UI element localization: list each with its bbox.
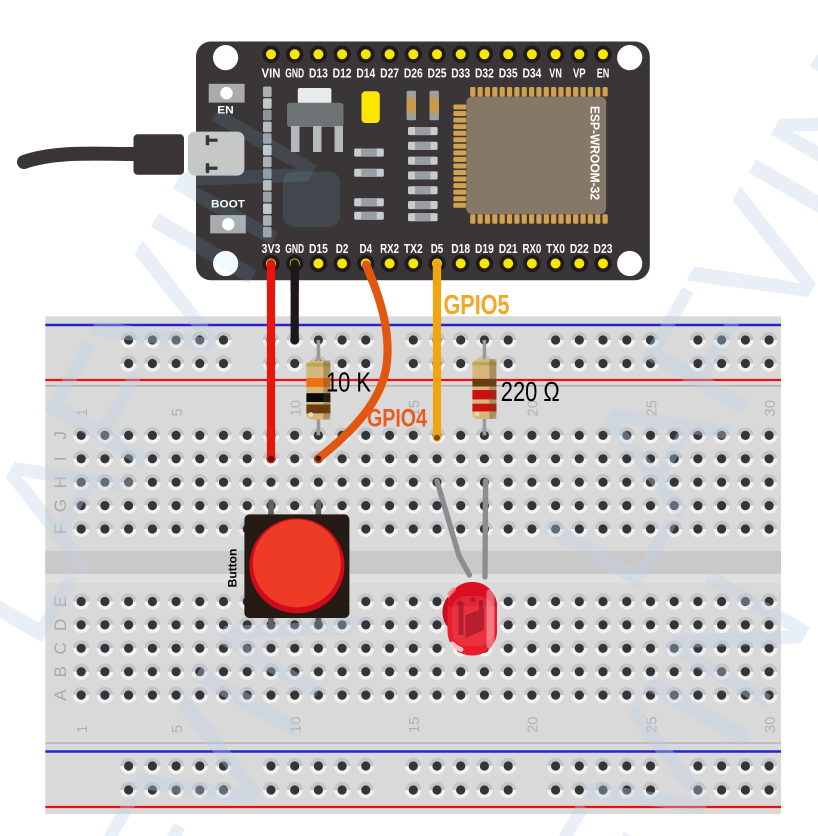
svg-text:TX2: TX2 bbox=[404, 241, 423, 256]
svg-text:25: 25 bbox=[644, 717, 660, 733]
svg-text:J: J bbox=[51, 431, 70, 440]
svg-text:3V3: 3V3 bbox=[262, 241, 281, 256]
svg-text:D23: D23 bbox=[594, 241, 613, 256]
svg-text:VIN: VIN bbox=[262, 66, 281, 81]
svg-text:5: 5 bbox=[170, 408, 186, 416]
svg-text:RX2: RX2 bbox=[380, 241, 399, 256]
svg-text:D15: D15 bbox=[309, 241, 328, 256]
svg-text:ESP-WROOM-32: ESP-WROOM-32 bbox=[588, 106, 602, 200]
svg-text:D34: D34 bbox=[522, 66, 542, 81]
svg-text:D21: D21 bbox=[499, 241, 518, 256]
svg-text:D14: D14 bbox=[356, 66, 376, 81]
svg-text:TX0: TX0 bbox=[546, 241, 565, 256]
svg-text:1: 1 bbox=[75, 725, 91, 733]
svg-text:D18: D18 bbox=[451, 241, 470, 256]
svg-text:D33: D33 bbox=[451, 66, 470, 81]
svg-text:VP: VP bbox=[573, 66, 586, 81]
svg-text:I: I bbox=[51, 456, 70, 461]
svg-text:H: H bbox=[51, 476, 70, 488]
svg-text:D19: D19 bbox=[475, 241, 494, 256]
svg-text:15: 15 bbox=[407, 717, 423, 733]
svg-text:D32: D32 bbox=[475, 66, 494, 81]
svg-text:20: 20 bbox=[526, 717, 542, 733]
svg-text:EN: EN bbox=[217, 105, 234, 117]
svg-text:D27: D27 bbox=[380, 66, 399, 81]
svg-text:VN: VN bbox=[549, 66, 562, 81]
svg-text:RX0: RX0 bbox=[522, 241, 541, 256]
svg-text:30: 30 bbox=[763, 717, 779, 733]
svg-text:5: 5 bbox=[170, 725, 186, 733]
svg-text:220 Ω: 220 Ω bbox=[501, 376, 560, 407]
svg-text:BOOT: BOOT bbox=[211, 199, 245, 211]
svg-text:GND: GND bbox=[285, 241, 304, 256]
svg-text:D13: D13 bbox=[309, 66, 328, 81]
svg-text:D22: D22 bbox=[570, 241, 589, 256]
svg-text:D12: D12 bbox=[333, 66, 352, 81]
svg-text:B: B bbox=[51, 666, 70, 677]
svg-text:EN: EN bbox=[597, 66, 610, 81]
svg-text:F: F bbox=[51, 524, 70, 534]
svg-text:10 K: 10 K bbox=[326, 367, 371, 398]
svg-text:D25: D25 bbox=[428, 66, 447, 81]
svg-text:D26: D26 bbox=[404, 66, 423, 81]
svg-text:30: 30 bbox=[763, 400, 779, 416]
svg-text:D4: D4 bbox=[360, 241, 373, 256]
svg-text:20: 20 bbox=[526, 400, 542, 416]
svg-text:D35: D35 bbox=[499, 66, 518, 81]
svg-text:A: A bbox=[51, 689, 70, 701]
svg-text:GPIO4: GPIO4 bbox=[367, 405, 427, 433]
svg-text:GND: GND bbox=[285, 66, 304, 81]
svg-text:D: D bbox=[51, 619, 70, 631]
svg-text:Button: Button bbox=[226, 549, 240, 588]
svg-text:E: E bbox=[51, 596, 70, 607]
svg-text:10: 10 bbox=[289, 400, 305, 416]
svg-text:1: 1 bbox=[75, 408, 91, 416]
svg-text:25: 25 bbox=[644, 400, 660, 416]
svg-text:D2: D2 bbox=[336, 241, 349, 256]
svg-text:10: 10 bbox=[289, 717, 305, 733]
svg-text:D5: D5 bbox=[431, 241, 444, 256]
svg-text:C: C bbox=[51, 642, 70, 654]
svg-text:G: G bbox=[51, 499, 70, 512]
svg-text:15: 15 bbox=[407, 400, 423, 416]
svg-text:GPIO5: GPIO5 bbox=[444, 289, 510, 320]
